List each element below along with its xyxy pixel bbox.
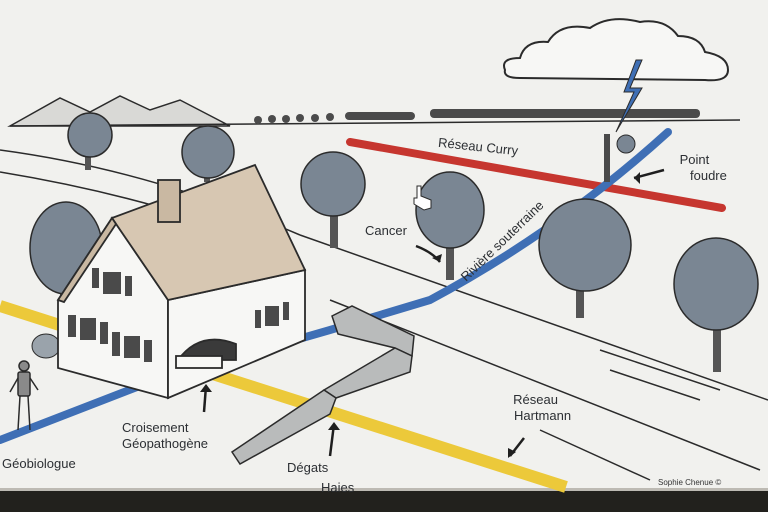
bottom-edge-line — [0, 488, 768, 491]
label-degats-haies: Dégats Haies — [287, 460, 354, 496]
bed — [176, 356, 222, 368]
label-geobiologue: Géobiologue — [2, 456, 76, 472]
label-cancer: Cancer — [365, 223, 407, 239]
label-geopathogene: Géopathogène — [122, 436, 208, 452]
label-hartmann: Hartmann — [514, 408, 571, 424]
label-reseau-hartmann: Réseau Hartmann — [500, 392, 571, 424]
label-foudre: foudre — [690, 168, 727, 184]
label-degats: Dégats — [287, 460, 354, 476]
label-reseau: Réseau — [500, 392, 571, 408]
label-haies: Haies — [321, 480, 354, 496]
label-croisement-geopathogene: Croisement Géopathogène — [122, 420, 208, 452]
label-point-foudre: Point foudre — [662, 152, 727, 184]
bottom-dark-edge — [0, 490, 768, 512]
label-point: Point — [662, 152, 727, 168]
bush — [32, 334, 60, 358]
label-croisement: Croisement — [122, 420, 208, 436]
chimney — [158, 180, 180, 222]
credit-text: Sophie Chenue © — [658, 478, 721, 487]
